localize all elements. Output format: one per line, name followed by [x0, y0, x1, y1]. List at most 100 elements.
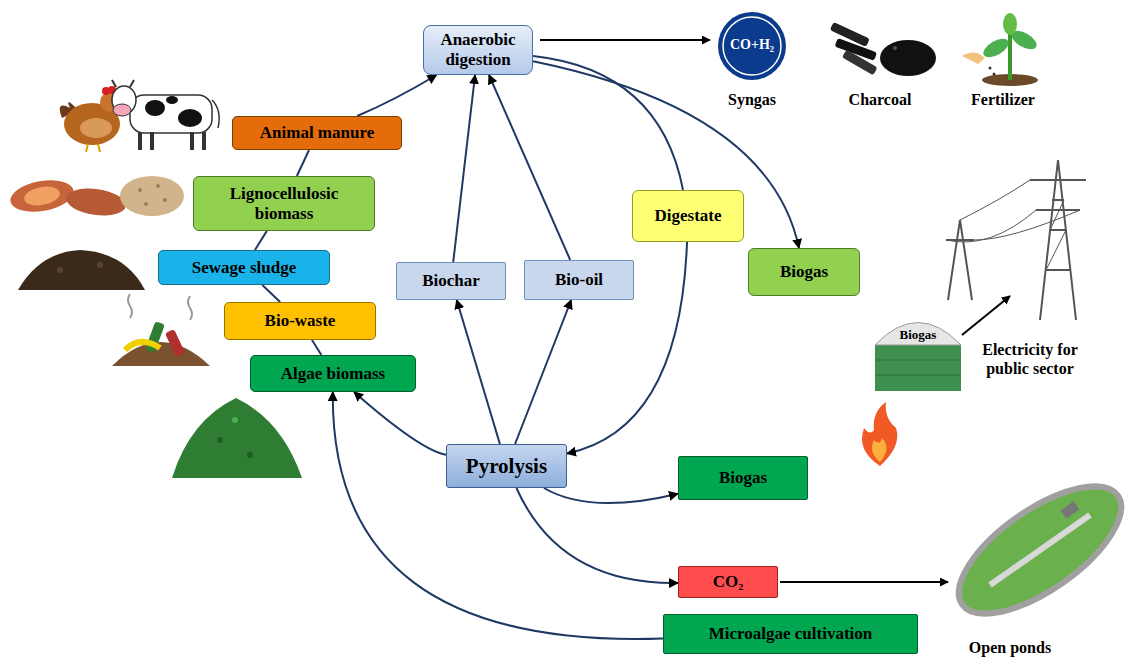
sludge-pile	[18, 250, 145, 290]
cow-icon	[178, 109, 202, 127]
node-label: Biogas	[780, 262, 828, 282]
pond-label: Open ponds	[950, 638, 1070, 657]
flame-icon	[862, 402, 897, 466]
flame-icon	[862, 402, 897, 466]
flow-arrow	[540, 40, 1010, 582]
algae-powder-pile	[172, 398, 302, 478]
flow-connector	[354, 392, 446, 455]
flow-connector	[312, 340, 321, 355]
plant-icon	[980, 35, 1011, 61]
cow-icon	[112, 80, 134, 87]
algae-powder-pile	[172, 398, 302, 478]
power-pylon	[946, 160, 1086, 320]
sweet-potato-icon	[8, 176, 128, 219]
charcoal-icon	[880, 40, 936, 76]
open-pond-raceway	[939, 463, 1141, 638]
chicken-icon	[80, 118, 112, 138]
sludge-pile	[18, 250, 145, 290]
product-label: Fertilizer	[953, 90, 1053, 109]
sweet-potato-icon	[64, 185, 127, 219]
product-box: Bio-oil	[524, 260, 634, 300]
algae-powder-pile	[247, 452, 253, 458]
node-label: Pyrolysis	[466, 454, 547, 478]
flow-connector	[457, 300, 500, 444]
charcoal-icon	[893, 46, 897, 50]
flow-connector	[255, 231, 267, 250]
output-label: Electricity for public sector	[960, 340, 1100, 378]
flow-connector	[533, 56, 683, 190]
node-label: Sewage sludge	[192, 258, 296, 278]
cow-icon	[145, 100, 165, 116]
feedstock-box: Animal manure	[232, 116, 402, 150]
sawdust-pile	[120, 176, 184, 216]
node-label: Animal manure	[260, 123, 374, 143]
charcoal-icon	[842, 50, 878, 76]
node-label: Microalgae cultivation	[709, 624, 873, 644]
node-label: Bio-oil	[555, 270, 603, 290]
sawdust-pile	[144, 202, 148, 206]
product-label: Charcoal	[830, 90, 930, 109]
flow-arrow	[780, 581, 948, 583]
product-label: Syngas	[707, 90, 797, 109]
sludge-pile	[97, 262, 103, 268]
flow-connector	[544, 488, 678, 503]
open-pond-raceway	[1061, 501, 1080, 518]
open-pond-raceway	[990, 515, 1090, 585]
flow-connector	[516, 488, 678, 583]
bio-waste-pile	[112, 294, 210, 366]
cow-icon	[113, 104, 131, 116]
bio-waste-pile	[125, 342, 160, 350]
process-box: Pyrolysis	[446, 444, 567, 488]
sawdust-pile	[138, 188, 142, 192]
syngas-circle	[718, 12, 786, 80]
flow-connector	[297, 150, 309, 176]
power-pylon	[1030, 180, 1086, 210]
node-label: Algae biomass	[281, 364, 385, 384]
flow-connector	[262, 285, 280, 302]
process-box: Anaerobic digestion	[423, 25, 533, 75]
flame-icon	[872, 438, 887, 462]
power-pylon	[1040, 160, 1076, 320]
node-label: Bio-waste	[265, 311, 336, 331]
sludge-pile	[57, 267, 63, 273]
algae-powder-pile	[232, 417, 238, 423]
biogas-digester-dome	[875, 345, 961, 391]
sweet-potato-icon	[8, 176, 76, 217]
charcoal-icon	[830, 22, 936, 76]
power-pylon	[946, 220, 974, 300]
plant-icon	[989, 67, 992, 70]
plant-icon	[962, 52, 985, 64]
syngas-circle	[718, 12, 786, 80]
biogas-digester-dome	[875, 360, 961, 375]
formula-label: CO+H₂	[719, 37, 785, 54]
cow-icon	[112, 80, 219, 150]
plant-icon	[1003, 13, 1017, 35]
biogas-digester-dome	[875, 323, 961, 392]
flow-connector	[357, 75, 436, 116]
flow-arrow	[962, 296, 1010, 335]
node-label: Biogas	[719, 468, 767, 488]
sweet-potato-icon	[23, 184, 62, 208]
sawdust-pile	[163, 198, 167, 202]
power-pylon	[1046, 200, 1066, 270]
chicken-icon	[86, 144, 100, 152]
cow-icon	[166, 96, 178, 104]
flow-arrow	[540, 39, 710, 41]
cow-icon	[140, 132, 204, 150]
product-box: CO₂	[678, 566, 778, 598]
bio-waste-pile	[128, 294, 192, 320]
flow-connector	[489, 75, 570, 260]
product-box: Biochar	[396, 262, 506, 300]
flow-connector	[453, 75, 475, 262]
flow-connector	[533, 61, 799, 248]
bio-waste-pile	[112, 342, 210, 366]
cow-icon	[212, 100, 219, 128]
feedstock-box: Lignocellulosic biomass	[193, 176, 375, 231]
cow-icon	[130, 95, 212, 133]
node-label: CO₂	[713, 572, 744, 592]
open-pond-raceway	[939, 463, 1141, 638]
node-label: Lignocellulosic biomass	[202, 184, 366, 223]
tank-label: Biogas	[883, 327, 953, 343]
